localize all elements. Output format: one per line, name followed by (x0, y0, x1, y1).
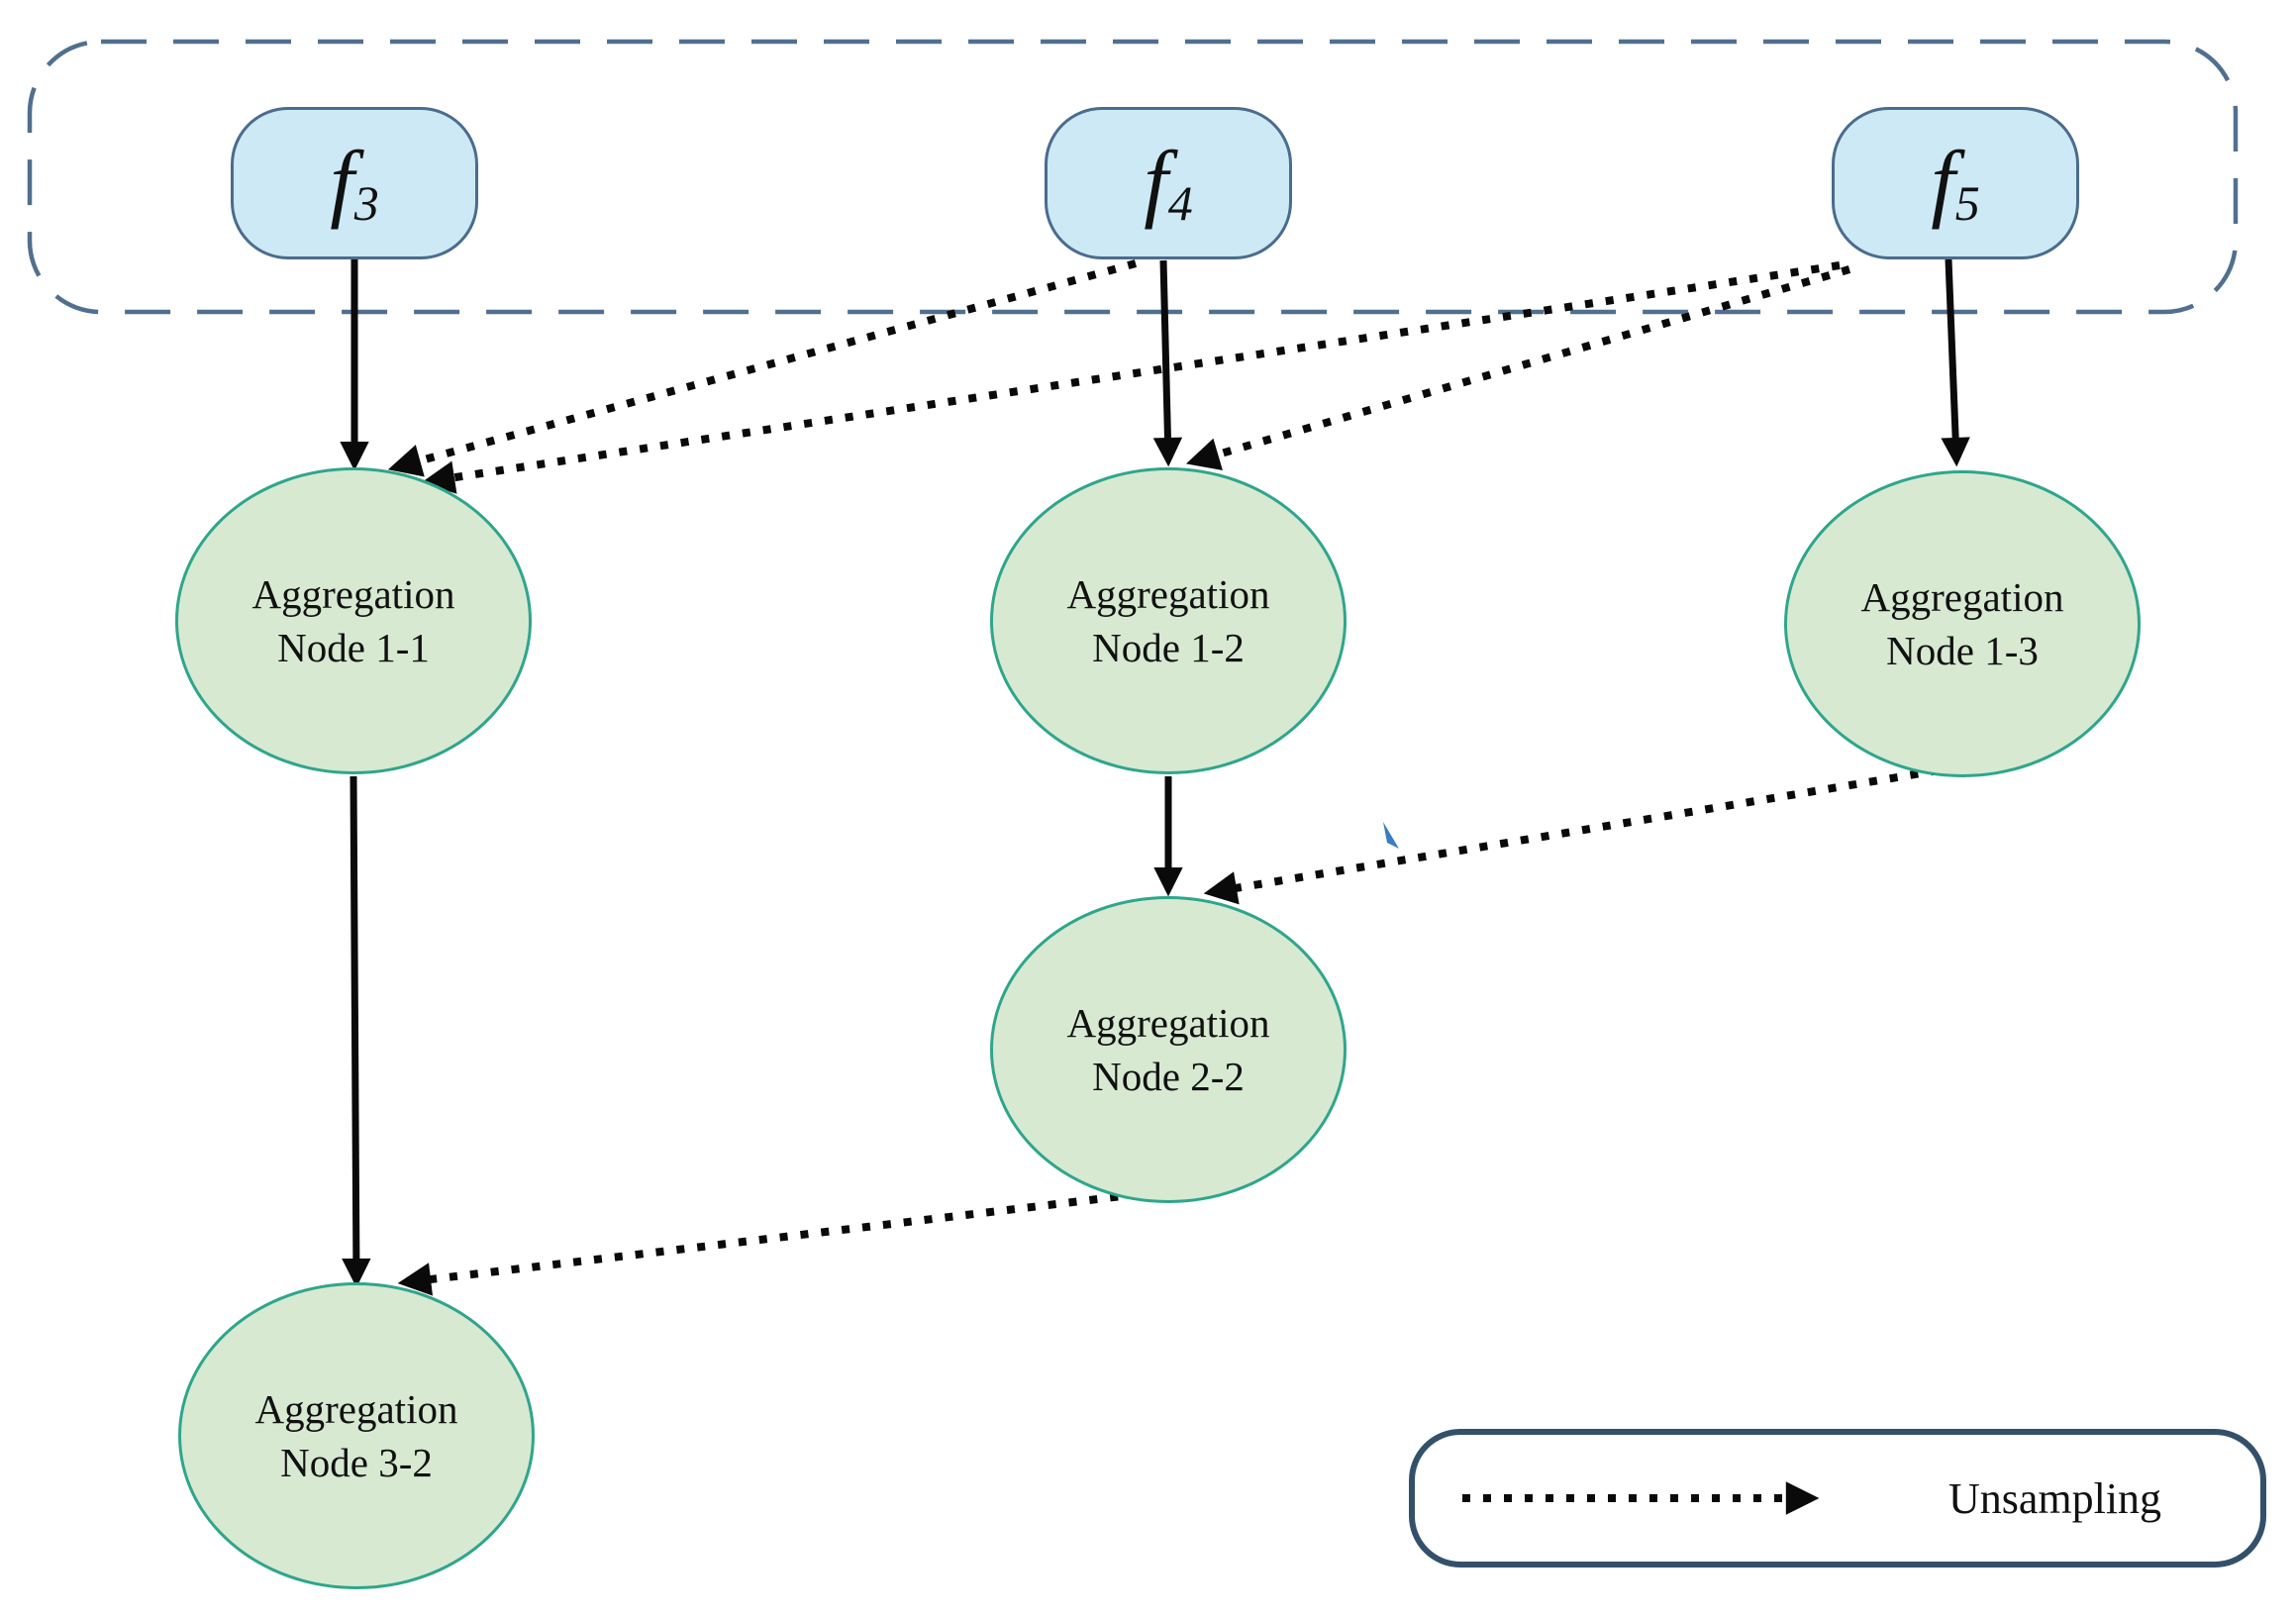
edge-f5-to-node-1-1-unsampling (421, 261, 1841, 494)
legend-unsampling-label: Unsampling (1947, 1473, 2162, 1523)
edge-f5-to-node-1-2-unsampling (1185, 265, 1851, 471)
feature-sub-f3: 3 (353, 175, 379, 231)
node-1-1-line2: Node 1-1 (277, 625, 430, 670)
backbone-feature-group-outline (27, 39, 2239, 315)
node-1-2-line1: Aggregation (1066, 570, 1270, 617)
feature-sub-f4: 4 (1167, 175, 1193, 231)
edge-node-2-2-to-node-3-2-unsampling (397, 1190, 1140, 1296)
aggregation-node-1-1: Aggregation Node 1-1 (175, 467, 532, 774)
feature-label-f5: f (1931, 135, 1955, 231)
legend-unsampling-arrow-icon (1462, 1481, 1820, 1515)
edge-f5-to-node-1-3 (1941, 258, 1970, 467)
legend-box: Unsampling (1409, 1429, 2266, 1568)
edge-f4-to-node-1-1-unsampling (387, 259, 1138, 477)
node-2-2-line2: Node 2-2 (1092, 1054, 1245, 1099)
node-3-2-line2: Node 3-2 (280, 1440, 433, 1485)
feature-sub-f5: 5 (1954, 175, 1980, 231)
node-1-1-line1: Aggregation (251, 570, 455, 617)
blue-stray-mark (1383, 822, 1399, 849)
node-1-3-line2: Node 1-3 (1886, 628, 2039, 673)
node-2-2-line1: Aggregation (1066, 999, 1270, 1046)
node-1-3-line1: Aggregation (1860, 573, 2064, 620)
node-3-2-line1: Aggregation (254, 1385, 458, 1432)
aggregation-node-3-2: Aggregation Node 3-2 (178, 1282, 535, 1589)
edge-f4-to-node-1-2 (1152, 259, 1183, 467)
edge-node-1-3-to-node-2-2-unsampling (1203, 766, 1940, 905)
feature-label-f4: f (1144, 135, 1168, 231)
aggregation-node-2-2: Aggregation Node 2-2 (990, 896, 1347, 1203)
aggregation-node-1-2: Aggregation Node 1-2 (990, 467, 1347, 774)
aggregation-node-1-3: Aggregation Node 1-3 (1784, 470, 2141, 777)
feature-label-f3: f (330, 135, 354, 231)
edge-node-1-1-to-node-3-2 (342, 775, 371, 1288)
node-1-2-line2: Node 1-2 (1092, 625, 1245, 670)
